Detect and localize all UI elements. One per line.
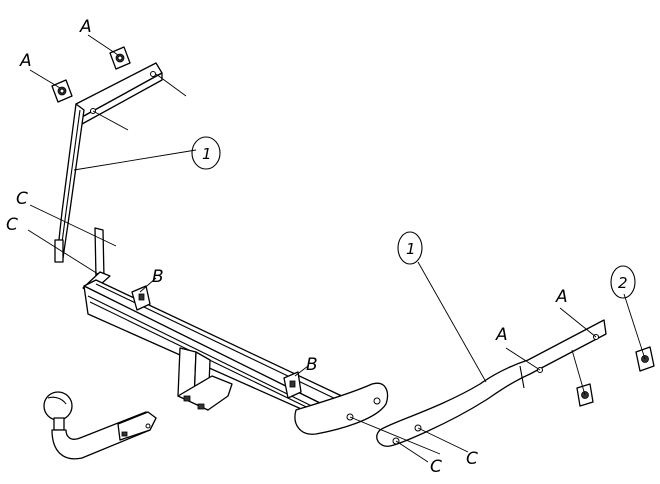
right-side-bracket bbox=[376, 319, 607, 447]
callout-1-right bbox=[397, 231, 423, 265]
label-c-bottom-left: C bbox=[430, 457, 442, 477]
label-a-right: A bbox=[555, 287, 568, 307]
leader-lines bbox=[27, 34, 646, 463]
nut-plate-a-top bbox=[109, 46, 131, 70]
callout-1-left bbox=[191, 136, 221, 170]
label-c-upper: C bbox=[16, 189, 28, 209]
label-b-right: B bbox=[306, 355, 318, 375]
label-c-bottom-right: C bbox=[466, 449, 478, 469]
label-b-left: B bbox=[152, 267, 164, 287]
label-a-left: A bbox=[19, 51, 32, 71]
callout-circles bbox=[191, 136, 636, 299]
label-c-lower: C bbox=[6, 215, 18, 235]
part-labels: A A A A B B C C C C 1 1 2 bbox=[6, 17, 628, 477]
label-a-top: A bbox=[79, 17, 92, 37]
tow-ball-neck bbox=[43, 391, 157, 460]
label-part-2: 2 bbox=[618, 274, 628, 292]
nut-plate-a-left bbox=[51, 79, 73, 103]
beam-right-end-bracket bbox=[294, 382, 389, 435]
callout-2 bbox=[610, 265, 636, 299]
label-part-1-left: 1 bbox=[202, 145, 212, 163]
label-part-1-right: 1 bbox=[406, 240, 416, 258]
main-cross-beam bbox=[82, 227, 347, 421]
label-a-mid-right: A bbox=[495, 325, 508, 345]
